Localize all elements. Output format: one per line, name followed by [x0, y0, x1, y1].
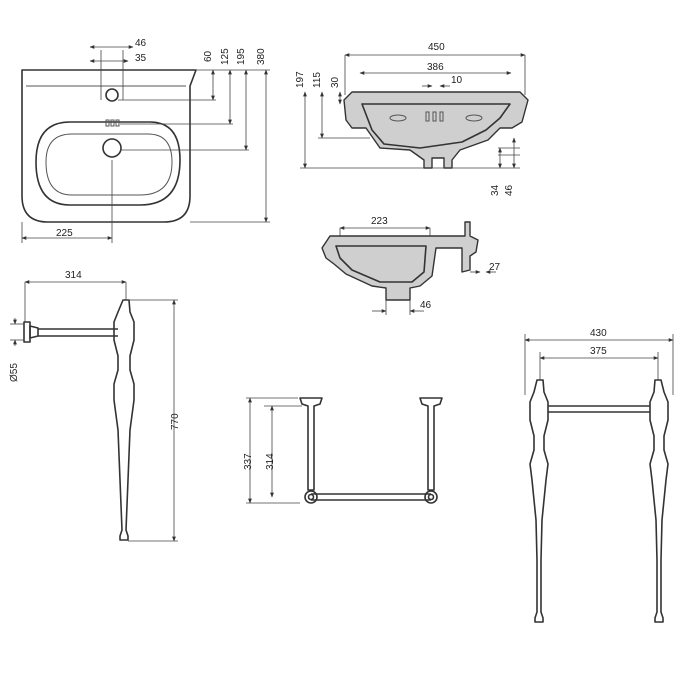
basin-front-bowl: [361, 103, 511, 149]
dim-375: 375: [590, 346, 607, 357]
dim-125: 125: [220, 48, 231, 65]
dim-450: 450: [428, 42, 445, 53]
dim-30: 30: [330, 76, 341, 88]
wall-plate: [23, 321, 31, 343]
dim-197: 197: [295, 71, 306, 88]
rail-post-left: [299, 397, 323, 491]
dim-314-leg: 314: [65, 270, 82, 281]
basin-front-section: 450 386 10 197 115 30 34 46: [295, 42, 529, 196]
overflow-slot: [425, 111, 430, 122]
leg-front-left: [529, 379, 549, 623]
dim-770: 770: [170, 413, 181, 430]
leg-profile: [113, 299, 135, 541]
overflow-slot: [110, 119, 115, 127]
dim-115: 115: [312, 72, 323, 88]
rail-post-right: [419, 397, 443, 491]
dim-430: 430: [590, 328, 607, 339]
dim-46-waste: 46: [420, 300, 432, 311]
basin-top-view: 46 35 60 125 195 380 225: [21, 38, 270, 243]
basin-top-outline: [21, 69, 197, 223]
rail-joint-center: [307, 493, 315, 501]
dim-223: 223: [371, 216, 388, 227]
dim-380: 380: [256, 48, 267, 65]
waste-outlet-icon: [102, 138, 122, 158]
leg-side-view: 314 Ø55 770: [9, 270, 181, 542]
dim-46-vertical: 46: [504, 184, 515, 196]
overflow-slot: [115, 119, 120, 127]
basin-side-profile: [321, 221, 479, 301]
dim-10: 10: [451, 75, 463, 86]
rail-joint-icon: [424, 490, 438, 504]
basin-bowl-inner: [45, 133, 173, 196]
tap-hole-section: [465, 114, 483, 122]
dim-314-rail: 314: [265, 453, 276, 470]
rail-joint-center: [427, 493, 435, 501]
dim-27: 27: [489, 262, 501, 273]
basin-side-section: 223 27 46: [321, 216, 501, 315]
leg-front-view: 430 375: [524, 328, 674, 623]
dim-195: 195: [236, 48, 247, 65]
wall-flange: [29, 325, 39, 339]
dim-46: 46: [135, 38, 147, 49]
rail-joint-icon: [304, 490, 318, 504]
dim-225: 225: [56, 228, 73, 239]
tap-hole-section: [389, 114, 407, 122]
dim-34: 34: [490, 184, 501, 196]
basin-bowl-outer: [35, 121, 181, 206]
tap-hole-icon: [105, 88, 119, 102]
overflow-slot: [432, 111, 437, 122]
basin-side-bowl: [335, 245, 427, 283]
dim-337: 337: [243, 453, 254, 470]
dim-35: 35: [135, 53, 147, 64]
dim-60: 60: [203, 50, 214, 62]
leg-front-right: [649, 379, 669, 623]
overflow-slot: [439, 111, 444, 122]
towel-rail-front: 337 314: [243, 397, 443, 504]
dim-386: 386: [427, 62, 444, 73]
dim-diameter-55: Ø55: [9, 363, 20, 382]
overflow-slot: [105, 119, 110, 127]
